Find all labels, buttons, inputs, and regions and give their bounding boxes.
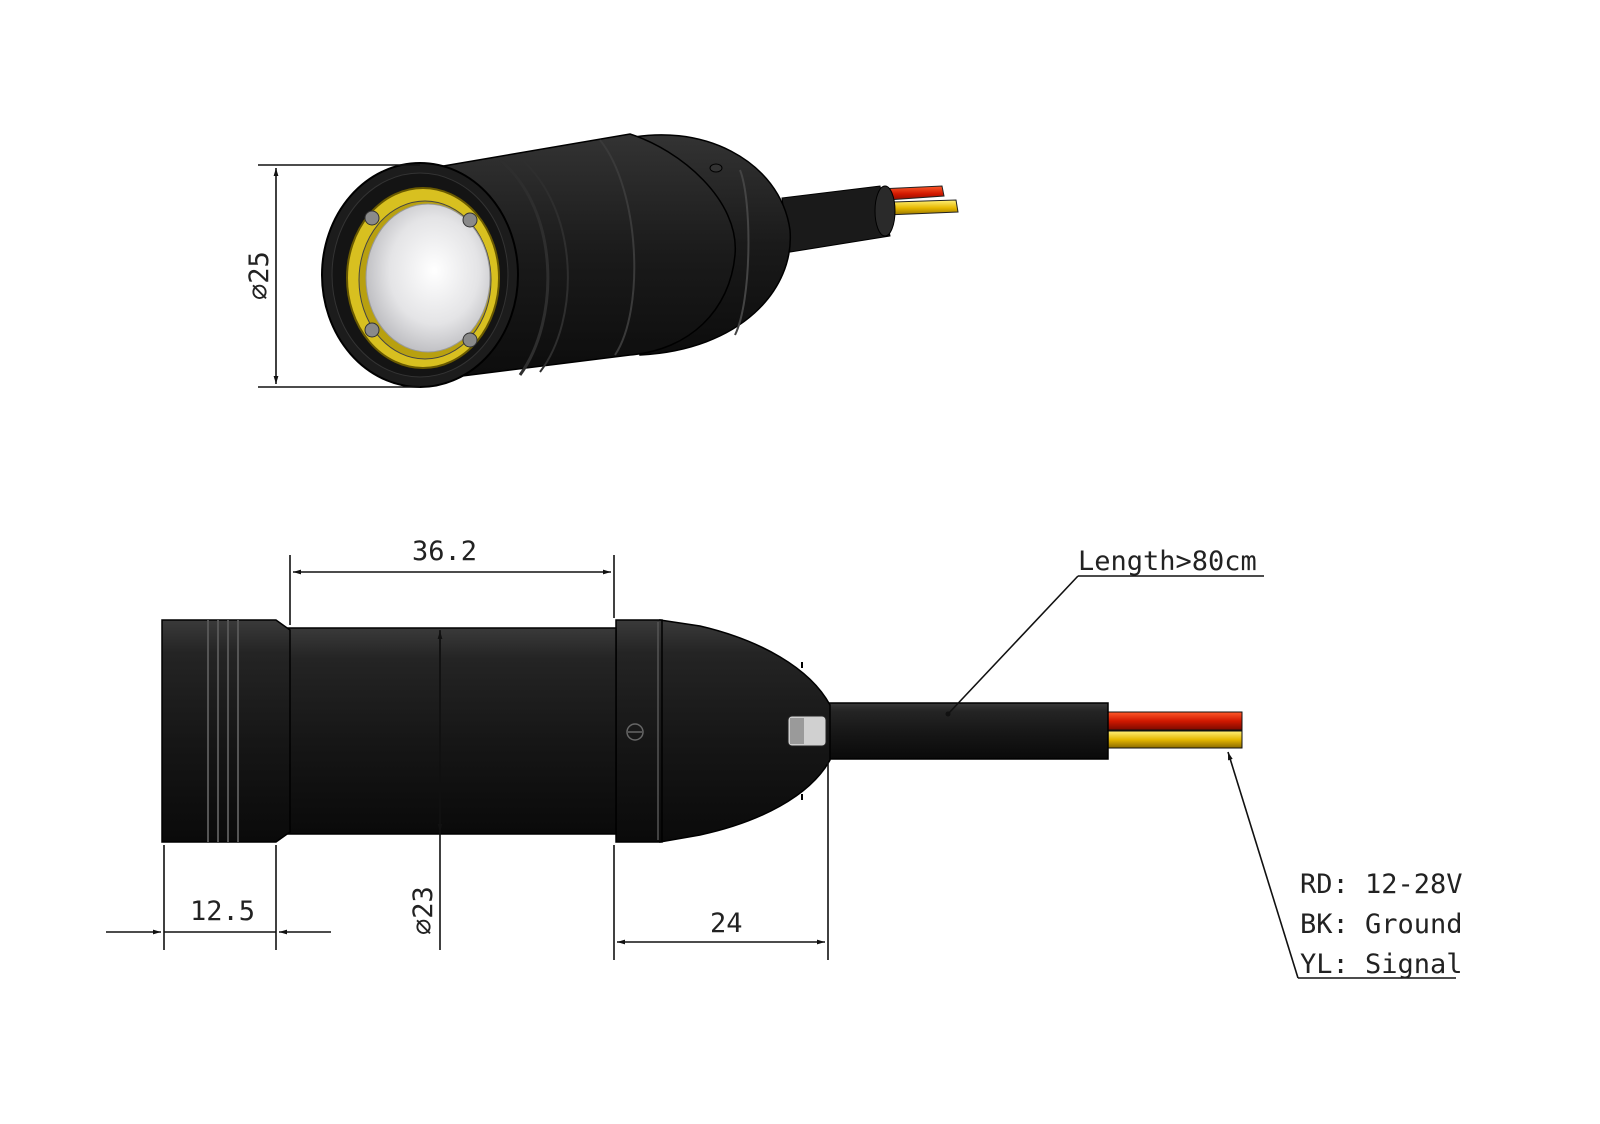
- body-side: [287, 627, 617, 835]
- front-cap-side: [161, 619, 291, 843]
- lens: [365, 203, 491, 353]
- dim-top-diameter: ⌀25: [244, 251, 275, 300]
- dim-rear-length: 24: [710, 908, 743, 939]
- dim-front-length: 12.5: [190, 896, 255, 927]
- legend-yellow: YL: Signal: [1300, 949, 1463, 980]
- cable-side: [827, 702, 1109, 760]
- legend-red: RD: 12-28V: [1300, 869, 1463, 900]
- dim-body-diameter: ⌀23: [408, 886, 439, 935]
- cable-top: [781, 185, 891, 253]
- yellow-wire-side: [1105, 730, 1243, 749]
- cable-length-label: Length>80cm: [1078, 546, 1257, 577]
- red-wire-side: [1105, 711, 1243, 731]
- perspective-view: ⌀25: [244, 133, 959, 388]
- rear-cap-side: [659, 619, 831, 843]
- dim-body-length: 36.2: [412, 536, 477, 567]
- side-view: 36.2 ⌀23 12.5 24 Length>80cm RD: 12-28V …: [106, 536, 1463, 980]
- legend-black: BK: Ground: [1300, 909, 1463, 940]
